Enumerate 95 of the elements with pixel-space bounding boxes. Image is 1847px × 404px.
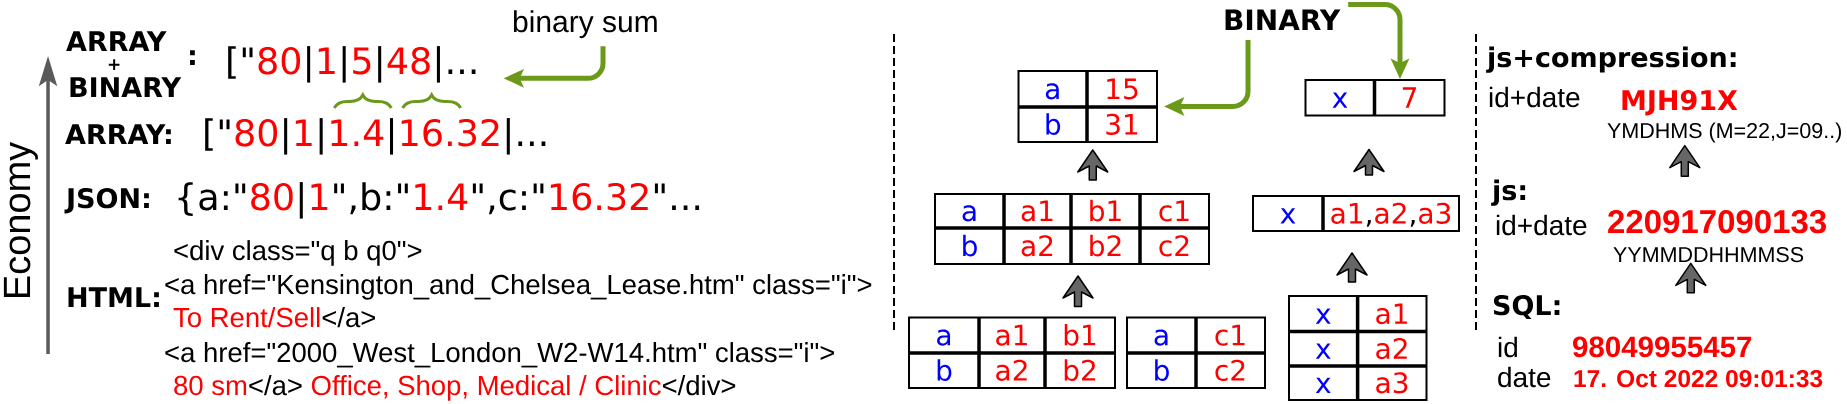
node-label: a3 — [1419, 202, 1451, 224]
label: Office, Shop, Medical / Clinic — [311, 375, 661, 401]
row-heading: : — [190, 50, 195, 65]
code-line: <a href="2000_West_London_W2-W14.htm" class="i"> — [165, 342, 834, 368]
label: {a:" — [178, 182, 246, 216]
label: 16.32 — [550, 182, 648, 211]
table-cell: a1 — [996, 324, 1027, 346]
label: | — [319, 118, 323, 155]
table-cell: b2 — [1064, 359, 1095, 381]
value-text: MJH91X — [1622, 90, 1738, 116]
label: | — [299, 182, 303, 219]
axis-label: Economy — [3, 141, 38, 298]
label: 80 — [251, 182, 293, 211]
label: 1.4 — [331, 119, 384, 146]
table-cell: a1 — [1376, 303, 1407, 325]
table-cell: b1 — [1064, 323, 1096, 346]
block-arrow — [1669, 144, 1701, 178]
table-cell: a2 — [996, 359, 1027, 381]
row-heading: + — [108, 59, 120, 70]
label: 1.4 — [415, 183, 468, 210]
label: | — [284, 118, 288, 155]
value-text: 220917090133 — [1608, 209, 1826, 234]
row-heading: ARRAY: — [65, 124, 171, 144]
table-cell: c2 — [1215, 359, 1245, 381]
field-label: date — [1498, 366, 1551, 388]
table-cell: x — [1315, 308, 1331, 324]
block-arrow — [1336, 252, 1368, 283]
row-heading: HTML: — [68, 287, 159, 307]
row-heading: ARRAY — [66, 31, 167, 51]
table-cell: a — [1045, 83, 1059, 100]
table-cell: a3 — [1376, 372, 1408, 394]
label: |... — [506, 118, 546, 155]
table-cell: a — [937, 329, 951, 346]
label: ",b:" — [334, 182, 408, 215]
table-cell: a2 — [1376, 338, 1407, 360]
table-cell: a2 — [1021, 235, 1053, 257]
bold-label: BINARY — [1225, 9, 1341, 30]
table-cell: b — [1046, 113, 1061, 135]
code-line: 80 sm</a> Office, Shop, Medical / Clinic</div> — [174, 375, 736, 401]
label: </a> — [249, 375, 302, 396]
label: | — [389, 118, 394, 155]
table-cell: 31 — [1106, 113, 1138, 135]
label: 80 sm — [174, 375, 247, 396]
code-line: [" 80 | 1 | 5 | 48 |... — [228, 46, 476, 83]
field-label: id — [1498, 336, 1517, 358]
label: </div> — [662, 375, 736, 396]
node-label: a1 — [1331, 203, 1363, 224]
table-cell: x — [1315, 377, 1331, 393]
block-arrow — [1077, 149, 1109, 181]
table-cell: x — [1315, 343, 1331, 359]
block-arrow — [1675, 262, 1707, 294]
row-heading: JSON: — [64, 187, 149, 214]
table-cell: a — [962, 205, 976, 222]
table-cell: b — [963, 234, 977, 257]
node-label: , — [1366, 220, 1371, 227]
node-label: a2 — [1375, 202, 1406, 224]
table-cell: a — [1154, 329, 1168, 346]
code-line: <a href="Kensington_and_Chelsea_Lease.htm" class="i"> — [165, 274, 872, 300]
table-cell: b1 — [1090, 199, 1121, 222]
value-text: 17. Oct 2022 09:01:33 — [1574, 369, 1823, 388]
label: 16.32 — [401, 118, 499, 147]
label: 1 — [295, 119, 312, 146]
node-label: , — [1410, 220, 1415, 227]
table-cell: a1 — [1021, 200, 1053, 222]
label: 1 — [311, 183, 328, 210]
code-line: <div class="q b q0"> — [174, 240, 422, 266]
section-heading: js+compression: — [1486, 46, 1736, 73]
label: [" — [205, 118, 230, 151]
section-heading: SQL: — [1493, 294, 1560, 319]
annotation: binary sum — [513, 10, 657, 39]
table-cell: c2 — [1159, 235, 1189, 257]
format-note: YYMMDDHHMMSS — [1613, 247, 1804, 263]
table-cell: b — [937, 359, 952, 381]
block-arrow — [1353, 148, 1385, 176]
code-line: {a:" 80 | 1 ",b:" 1.4",c:" 16.32 "... — [178, 182, 700, 219]
format-note: YMDHMS (M=22,J=09..) — [1607, 122, 1841, 143]
label: 80 — [235, 118, 278, 147]
code-line: To Rent/Sell</a> — [173, 307, 375, 328]
field-label: id+date — [1489, 86, 1580, 108]
label: ",c:" — [472, 183, 544, 215]
table-cell: c1 — [1159, 200, 1189, 222]
table-cell: x — [1280, 208, 1296, 224]
row-heading: BINARY — [70, 77, 182, 97]
section-heading: js: — [1491, 179, 1526, 206]
table-cell: x — [1332, 92, 1348, 108]
table-cell: c1 — [1215, 324, 1245, 346]
code-line: [" 80 | 1 | 1.4 | 16.32 |... — [205, 118, 546, 155]
field-label: id+date — [1496, 214, 1587, 236]
table-cell: 7 — [1402, 87, 1416, 108]
table-cell: b2 — [1090, 234, 1121, 257]
table-cell: b — [1155, 359, 1169, 381]
label: "... — [654, 183, 700, 210]
table-cell: a1 ,a2 ,a3 — [1331, 202, 1451, 227]
value-text: 98049955457 — [1573, 336, 1752, 358]
table-cell: 15 — [1107, 78, 1138, 100]
